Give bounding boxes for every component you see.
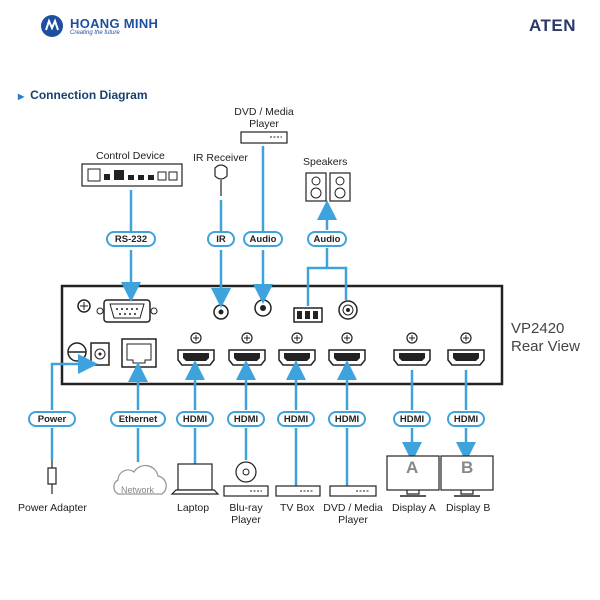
ethernet-port-icon bbox=[121, 338, 157, 368]
hdmi-pill-display-b: HDMI bbox=[447, 411, 485, 427]
power-pill: Power bbox=[28, 411, 76, 427]
bluray-player-icon bbox=[223, 461, 269, 497]
section-title-text: Connection Diagram bbox=[30, 88, 148, 102]
audio-in-jack-icon bbox=[254, 299, 272, 317]
dvd-player-bottom-label: DVD / Media Player bbox=[322, 502, 384, 526]
laptop-label: Laptop bbox=[177, 502, 210, 514]
control-device-label: Control Device bbox=[96, 150, 165, 162]
display-a-icon bbox=[386, 455, 440, 497]
section-title: ▶ Connection Diagram bbox=[18, 88, 148, 102]
network-label: Network bbox=[121, 485, 155, 495]
rs232-port-icon bbox=[96, 299, 158, 323]
hdmi-pill-dvd: HDMI bbox=[328, 411, 366, 427]
dvd-bottom-line2: Player bbox=[338, 514, 368, 526]
speakers-icon bbox=[305, 172, 351, 202]
audio-out-pill: Audio bbox=[307, 231, 347, 247]
ir-pill: IR bbox=[207, 231, 235, 247]
control-device-icon bbox=[81, 163, 183, 187]
hdmi-pill-laptop: HDMI bbox=[176, 411, 214, 427]
brand-tagline: Creating the future bbox=[70, 30, 120, 36]
ir-receiver-label: IR Receiver bbox=[193, 152, 248, 164]
display-a-letter: A bbox=[406, 458, 419, 477]
hdmi-output-ports bbox=[393, 332, 485, 366]
bottom-connection-lines bbox=[50, 354, 476, 486]
hdmi-port-icon bbox=[393, 332, 431, 366]
dc-power-jack-icon bbox=[90, 342, 110, 366]
model-view: Rear View bbox=[511, 338, 580, 355]
ethernet-pill: Ethernet bbox=[110, 411, 166, 427]
hdmi-pill-bluray: HDMI bbox=[227, 411, 265, 427]
power-adapter-label: Power Adapter bbox=[18, 502, 87, 514]
bluray-label: Blu-ray Player bbox=[224, 502, 268, 526]
brand-mark-icon bbox=[41, 15, 63, 37]
display-a-label: Display A bbox=[392, 502, 436, 514]
hdmi-port-icon bbox=[228, 332, 266, 366]
aten-logo: ATEN bbox=[528, 16, 576, 35]
brand-name: HOANG MINH bbox=[70, 16, 159, 31]
ground-screw-icon bbox=[77, 299, 91, 313]
bullet-triangle-icon: ▶ bbox=[18, 92, 25, 101]
power-adapter-icon bbox=[47, 460, 57, 494]
display-b-letter: B bbox=[461, 458, 474, 477]
bluray-line1: Blu-ray bbox=[229, 502, 263, 514]
speakers-label: Speakers bbox=[303, 156, 348, 168]
display-b-label: Display B bbox=[446, 502, 491, 514]
bluray-line2: Player bbox=[231, 514, 261, 526]
audio-in-pill: Audio bbox=[243, 231, 283, 247]
tv-box-label: TV Box bbox=[280, 502, 315, 514]
dvd-player-top-line1: DVD / Media bbox=[234, 106, 294, 118]
tv-box-icon bbox=[275, 485, 321, 497]
network-cloud-icon bbox=[113, 464, 167, 495]
hdmi-pill-display-a: HDMI bbox=[393, 411, 431, 427]
hdmi-port-icon bbox=[447, 332, 485, 366]
ir-receiver-icon bbox=[214, 164, 228, 196]
rs232-pill: RS-232 bbox=[106, 231, 156, 247]
model-name: VP2420 bbox=[511, 320, 565, 337]
dvd-player-bottom-icon bbox=[329, 485, 377, 497]
ir-jack-icon bbox=[213, 304, 229, 320]
top-connection-lines bbox=[121, 146, 348, 308]
brand-logo: HOANG MINH Creating the future bbox=[40, 14, 158, 38]
dvd-player-top-label: DVD / Media Player bbox=[234, 106, 294, 130]
audio-terminal-block-icon bbox=[293, 307, 323, 323]
dvd-bottom-line1: DVD / Media bbox=[323, 502, 383, 514]
display-b-icon bbox=[440, 455, 494, 497]
power-switch-icon bbox=[67, 342, 87, 362]
laptop-icon bbox=[170, 463, 220, 495]
model-label: VP2420 Rear View bbox=[511, 320, 580, 356]
hdmi-pill-tvbox: HDMI bbox=[277, 411, 315, 427]
dvd-player-top-icon bbox=[240, 131, 288, 144]
dvd-player-top-line2: Player bbox=[249, 118, 279, 130]
audio-out-jack-icon bbox=[338, 300, 358, 320]
